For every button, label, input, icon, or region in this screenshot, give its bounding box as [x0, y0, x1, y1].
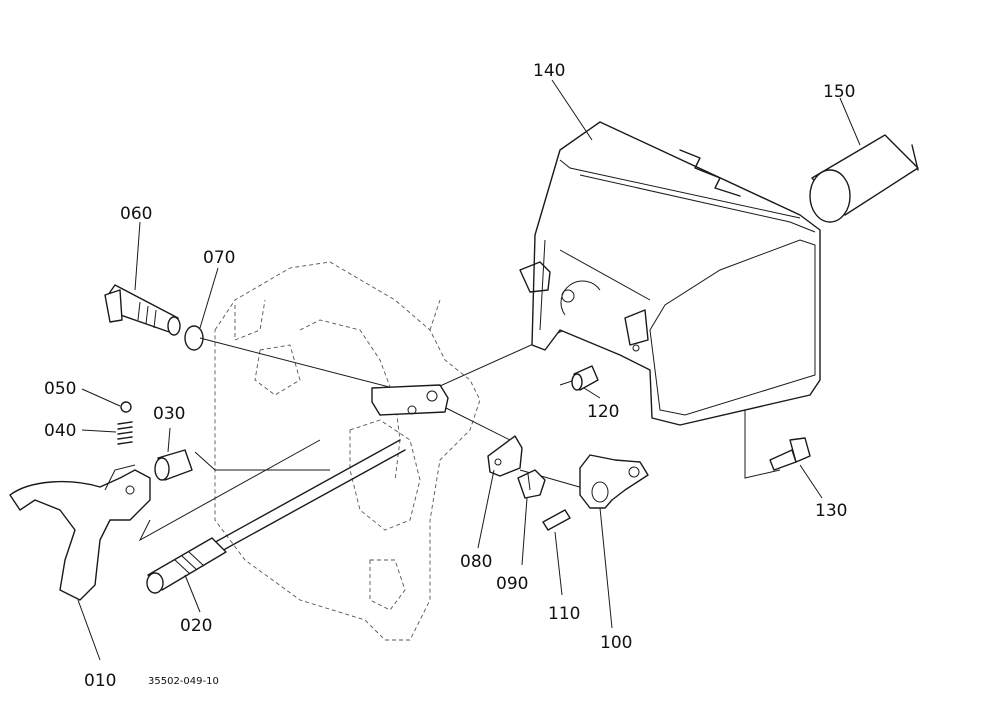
label-060: 060: [120, 204, 152, 224]
label-100: 100: [600, 633, 632, 653]
label-050: 050: [44, 379, 76, 399]
label-070: 070: [203, 248, 235, 268]
bushing-120: [571, 365, 599, 391]
bolt-090: [517, 469, 546, 499]
label-110: 110: [548, 604, 580, 624]
label-140: 140: [533, 61, 565, 81]
ball-050: [120, 401, 132, 413]
part-labels: 010 020 030 040 050 060 070 080 090 100 …: [44, 61, 855, 691]
transmission-case: [214, 261, 481, 641]
label-080: 080: [460, 552, 492, 572]
bolt-130: [769, 437, 811, 471]
pin-060: [104, 284, 181, 336]
label-150: 150: [823, 82, 855, 102]
label-020: 020: [180, 616, 212, 636]
reference-code: 35502-049-10: [148, 676, 219, 687]
leader-lines: [77, 79, 861, 661]
label-130: 130: [815, 501, 847, 521]
shift-arm-100: [579, 454, 649, 509]
tube-150: [809, 134, 919, 223]
label-010: 010: [84, 671, 116, 691]
collar-030: [154, 449, 193, 481]
spring-pin-110: [542, 509, 571, 531]
shift-fork-010: [9, 464, 151, 601]
cover-140: [519, 121, 821, 426]
lock-plate-080: [487, 435, 523, 477]
label-030: 030: [153, 404, 185, 424]
label-090: 090: [496, 574, 528, 594]
label-120: 120: [587, 402, 619, 422]
shift-shaft: [209, 384, 449, 554]
o-ring-070: [184, 325, 204, 351]
shaft-sleeve-020: [146, 537, 227, 594]
spring-040: [117, 421, 133, 445]
label-040: 040: [44, 421, 76, 441]
